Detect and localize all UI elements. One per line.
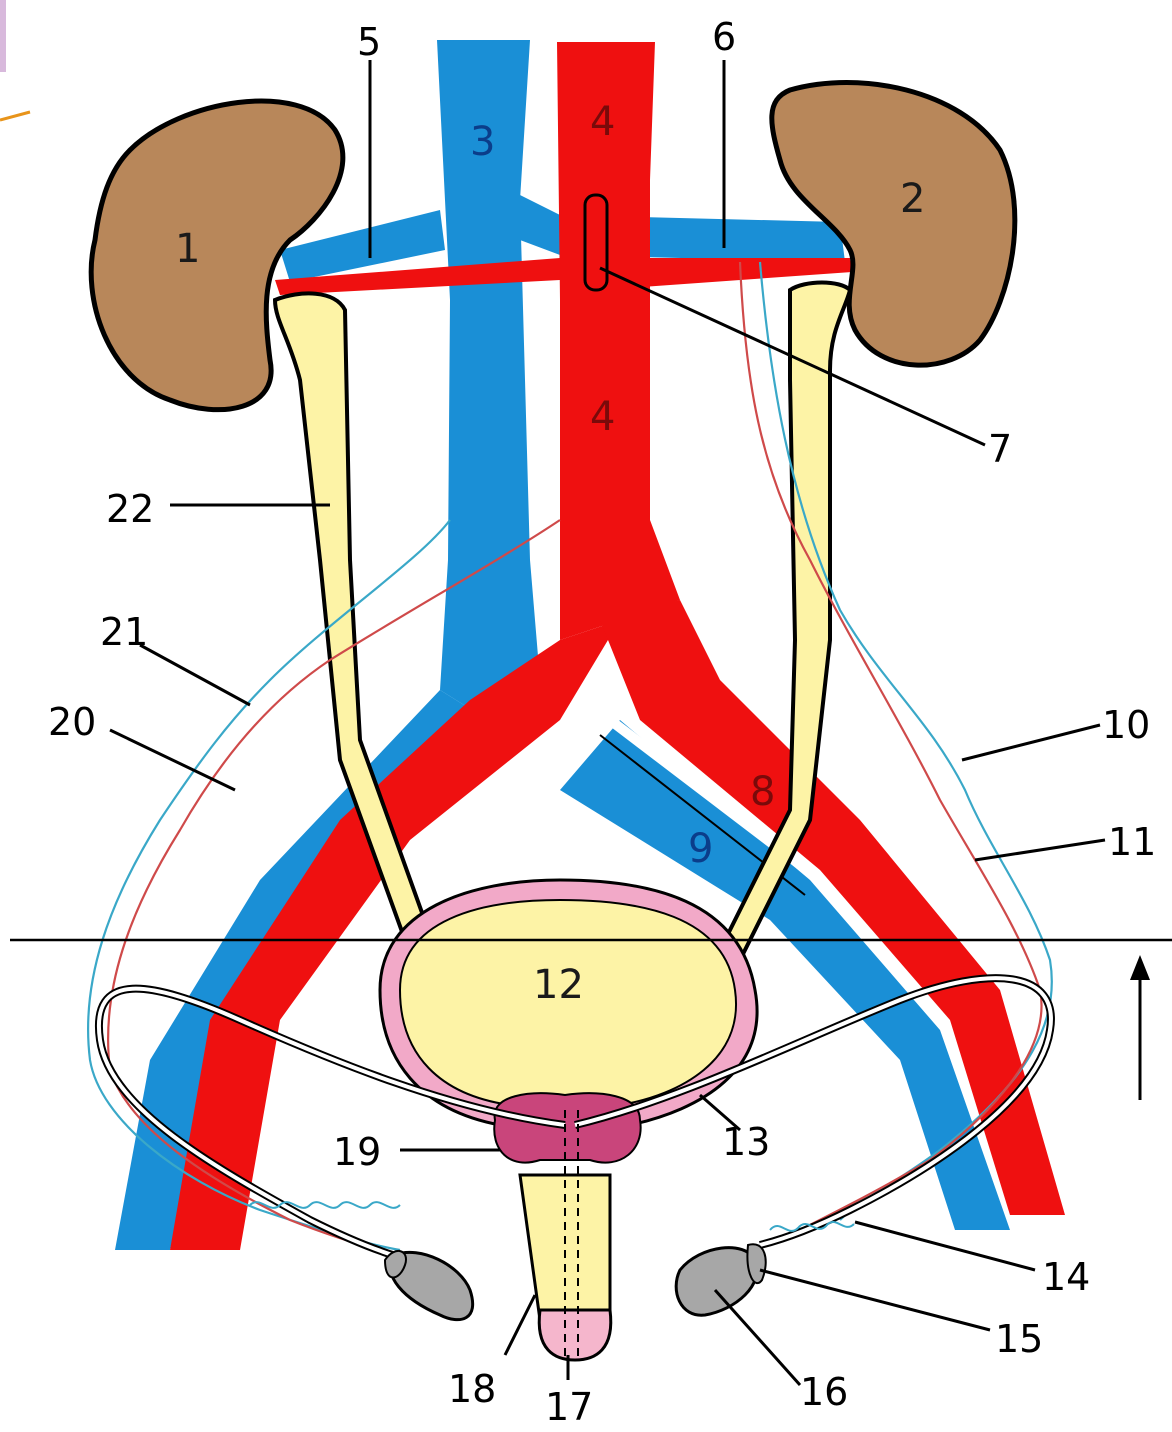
upward-arrow-icon — [1130, 955, 1150, 1100]
label-2: 2 — [900, 176, 925, 222]
corner-line-decoration — [0, 112, 30, 120]
label-16: 16 — [800, 1370, 848, 1414]
label-4-upper: 4 — [590, 99, 615, 145]
glans-penis — [539, 1310, 611, 1360]
label-5: 5 — [357, 20, 381, 64]
label-3: 3 — [470, 119, 495, 165]
label-8: 8 — [750, 769, 775, 815]
label-13: 13 — [722, 1120, 770, 1164]
label-7: 7 — [988, 427, 1012, 471]
label-15: 15 — [995, 1317, 1043, 1361]
testicular-artery-origin — [585, 195, 607, 290]
label-4-lower: 4 — [590, 394, 615, 440]
label-17: 17 — [545, 1385, 593, 1429]
left-testis — [676, 1248, 757, 1316]
label-19: 19 — [333, 1130, 381, 1174]
label-1: 1 — [175, 226, 200, 272]
label-22: 22 — [106, 487, 154, 531]
label-12: 12 — [533, 962, 584, 1008]
left-epididymis — [747, 1244, 765, 1283]
label-14: 14 — [1042, 1255, 1090, 1299]
label-11: 11 — [1108, 820, 1156, 864]
prostate-gland — [494, 1093, 640, 1162]
label-9: 9 — [688, 826, 713, 872]
label-18: 18 — [448, 1367, 496, 1411]
label-6: 6 — [712, 15, 736, 59]
label-10: 10 — [1102, 703, 1150, 747]
label-21: 21 — [100, 610, 148, 654]
label-20: 20 — [48, 700, 96, 744]
abdominal-aorta — [557, 42, 680, 640]
